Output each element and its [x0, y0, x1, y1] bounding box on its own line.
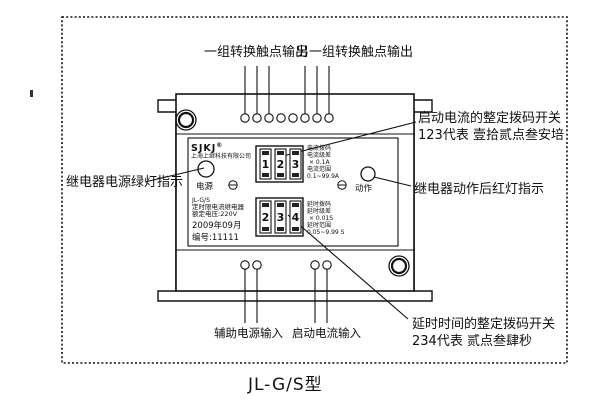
brand-text: SJKJ: [191, 143, 217, 155]
brand-mark: ®: [216, 142, 224, 149]
power-led-icon: [197, 160, 215, 178]
outer-dotted-frame: [61, 16, 568, 364]
product-name: 定时限电流继电器: [192, 203, 244, 211]
action-adjust-screw-icon: [337, 180, 347, 190]
relay-housing: [175, 93, 415, 292]
start-current-input-label: 启动电流输入: [292, 326, 361, 340]
serial-number: 编号:11111: [192, 233, 239, 243]
current-dip-frame: [255, 145, 304, 183]
green-led-callout: 继电器电源绿灯指示: [66, 175, 184, 190]
current-dip-dial-digit: 2: [277, 158, 285, 171]
brand-logo: SJKJ®: [191, 140, 223, 154]
power-adjust-screw-icon: [228, 180, 238, 190]
current-dip-dial-digit: 1: [262, 158, 270, 171]
current-spec-line: 电流范围: [307, 166, 332, 173]
leader-current-dip: [282, 121, 417, 157]
delay-spec-line: 延时级差: [307, 208, 332, 215]
aux-power-input-label: 辅助电源输入: [214, 326, 283, 340]
screw-bottom-right-icon: [388, 255, 410, 277]
current-dip-callout-line1: 启动电流的整定拨码开关: [418, 111, 562, 126]
delay-spec-line: 0.05~9.99 S: [307, 229, 345, 236]
current-dip-dial: 3: [289, 148, 302, 180]
current-dip-dial: 2: [274, 148, 287, 180]
current-dip-callout-line2: 123代表 壹拾贰点叁安培: [418, 128, 564, 143]
terminal: [276, 113, 286, 123]
delay-dip-dial-digit: 2: [262, 211, 270, 224]
current-dip-dial-digit: 3: [292, 158, 300, 171]
edge-mark: [30, 90, 33, 97]
model-caption: JL-G/S型: [248, 375, 323, 395]
action-led-icon: [360, 166, 376, 182]
delay-dip-dial-digit: 3: [277, 211, 285, 224]
delay-dip-dial-digit: 4: [292, 211, 300, 224]
delay-spec-line: × 0.01S: [309, 215, 334, 222]
company-name: 上海上继科技有限公司: [191, 153, 252, 160]
manufacture-date: 2009年09月: [192, 221, 242, 231]
rated-voltage: 额定电压:220V: [192, 210, 238, 218]
leader-red-led: [373, 176, 412, 187]
leader-green-led: [144, 167, 205, 183]
contact-group-1-label: 一组转换触点输出: [204, 45, 309, 60]
delay-dip-dial: 2: [259, 200, 272, 234]
front-plate: [187, 137, 399, 247]
screw-top-left-icon: [175, 109, 197, 131]
terminal: [288, 113, 298, 123]
current-spec-line: 电流拨码: [307, 145, 332, 152]
delay-dip-callout-line2: 234代表 贰点叁肆秒: [412, 334, 532, 349]
delay-dip-frame: [255, 197, 304, 237]
delay-dip-dial: 4: [289, 200, 302, 234]
leader-lines-top: [244, 66, 330, 114]
delay-dip-callout-line1: 延时时间的整定拨码开关: [412, 317, 556, 332]
contact-group-2-label: 另一组转换触点输出: [296, 45, 414, 60]
power-label: 电源: [196, 182, 214, 192]
action-label: 动作: [355, 184, 373, 194]
red-led-callout: 继电器动作后红灯指示: [414, 182, 545, 197]
delay-spec-line: 延时范围: [307, 222, 332, 229]
current-dip-dial: 1: [259, 148, 272, 180]
current-spec-line: 电流级差: [307, 152, 332, 159]
leader-delay-dip: [287, 214, 409, 320]
delay-dip-dial: 3: [274, 200, 287, 234]
current-spec-line: 0.1~99.9A: [307, 173, 340, 180]
delay-spec-line: 延时拨码: [307, 201, 332, 208]
current-spec-line: × 0.1A: [309, 159, 330, 166]
model-code: JL-G/S: [192, 197, 210, 204]
leader-lines-bottom: [244, 269, 328, 323]
